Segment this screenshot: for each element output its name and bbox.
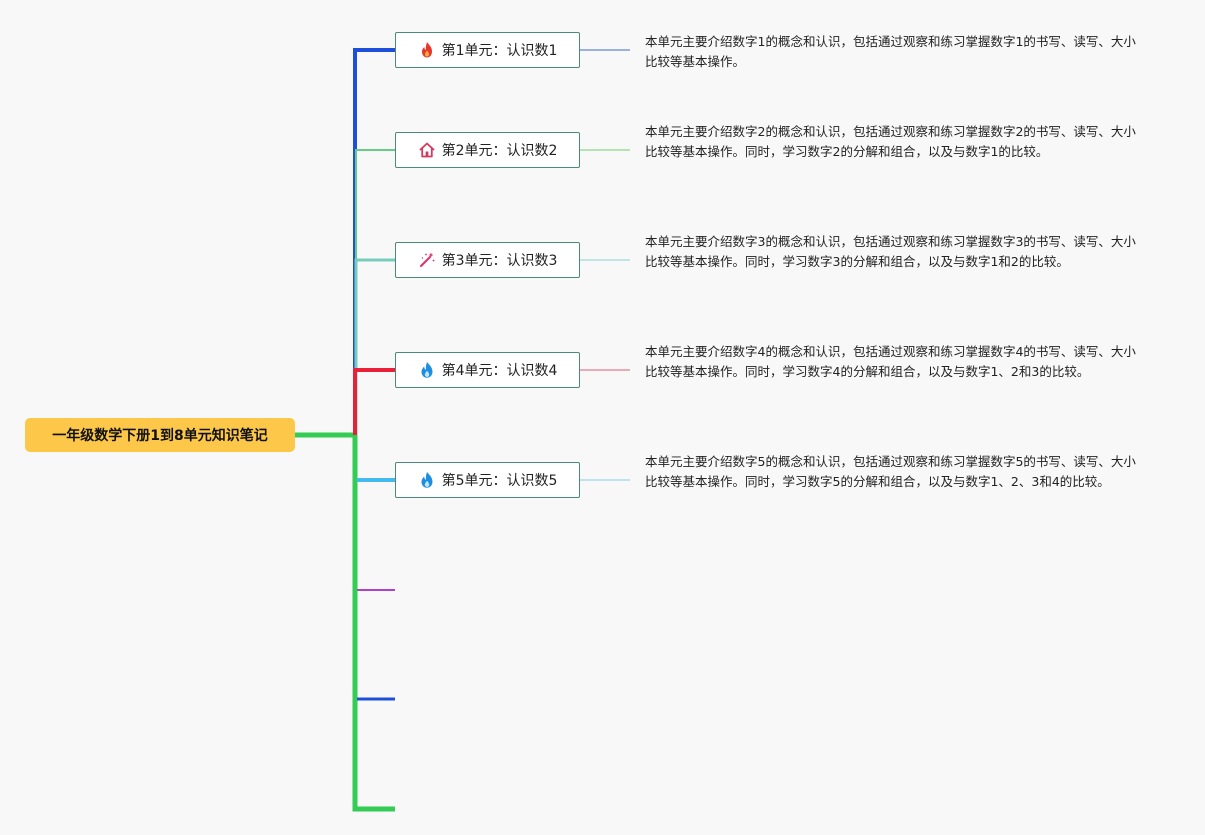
unit-label: 第3单元：认识数3 [441,253,558,269]
unit-label: 第4单元：认识数4 [441,363,558,379]
unit-node-5[interactable]: 第5单元：认识数5 [395,462,580,498]
branch-connector-unit-1 [353,48,395,435]
root-topic[interactable]: 一年级数学下册1到8单元知识笔记 [25,418,295,452]
unit-node-3[interactable]: 第3单元：认识数3 [395,242,580,278]
unit-description: 本单元主要介绍数字4的概念和认识，包括通过观察和练习掌握数字4的书写、读写、大小… [645,344,1136,379]
unit-label: 第1单元：认识数1 [441,43,558,59]
unit-description: 本单元主要介绍数字1的概念和认识，包括通过观察和练习掌握数字1的书写、读写、大小… [645,34,1136,69]
unit-node-1[interactable]: 第1单元：认识数1 [395,32,580,68]
unit-node-4[interactable]: 第4单元：认识数4 [395,352,580,388]
unit-description: 本单元主要介绍数字2的概念和认识，包括通过观察和练习掌握数字2的书写、读写、大小… [645,124,1136,159]
flame-icon [418,361,436,379]
unit-description: 本单元主要介绍数字5的概念和认识，包括通过观察和练习掌握数字5的书写、读写、大小… [645,454,1136,489]
trunk-connector [295,432,395,812]
unit-label: 第2单元：认识数2 [441,143,558,159]
house-icon [418,141,436,159]
unit-description: 本单元主要介绍数字3的概念和认识，包括通过观察和练习掌握数字3的书写、读写、大小… [645,234,1136,269]
branch-connector-unit-2 [355,149,395,435]
fire-icon [418,41,436,59]
branch-connector-unit-4 [353,368,395,435]
branch-connector-unit-3 [354,258,395,435]
magic-wand-icon [418,251,436,269]
unit-node-2[interactable]: 第2单元：认识数2 [395,132,580,168]
unit-label: 第5单元：认识数5 [441,473,558,489]
flame-icon [418,471,436,489]
